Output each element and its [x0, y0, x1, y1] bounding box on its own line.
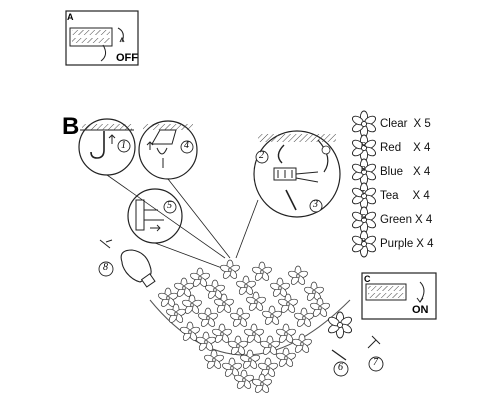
legend-row-purple: Purple X 4: [352, 232, 434, 256]
panel-c-letter: C: [364, 274, 371, 284]
loose-flower-drawing: [326, 311, 384, 377]
legend-quantity: X 4: [414, 214, 433, 226]
panel-a-letter: A: [67, 12, 74, 22]
legend-quantity: X 4: [413, 166, 431, 178]
canopy-detail-circle: [138, 120, 198, 180]
legend-color-name: Green: [380, 214, 412, 226]
step-3-number: 3: [313, 199, 318, 210]
legend-quantity: X 4: [412, 190, 430, 202]
legend-color-name: Tea: [380, 190, 399, 202]
legend-color-name: Red: [380, 142, 402, 154]
legend-marker-red: R: [361, 142, 367, 149]
legend-row-red: Red X 4: [352, 136, 430, 160]
legend-color-name: Clear: [380, 118, 408, 130]
section-b-letter: B: [62, 113, 80, 140]
step-4-number: 4: [184, 140, 189, 151]
switch-on-panel: [361, 272, 437, 320]
step-2-number: 2: [259, 150, 264, 161]
step-5-number: 5: [167, 200, 172, 211]
step-1-number: 1: [121, 140, 126, 151]
legend-color-name: Blue: [380, 166, 404, 178]
legend-row-clear: Clear X 5: [352, 112, 431, 136]
legend-quantity: X 5: [413, 118, 431, 130]
chandelier-fixture: [149, 259, 351, 395]
socket-detail-circle: [127, 188, 183, 244]
hook-detail-circle: [78, 118, 136, 176]
legend-color-name: Purple: [380, 238, 414, 250]
leader-lines: [106, 174, 259, 269]
legend-marker-tea: T: [361, 190, 366, 197]
legend-marker-blue: B: [361, 166, 366, 173]
legend-row-blue: Blue X 4: [352, 160, 430, 184]
legend-quantity: X 4: [413, 142, 431, 154]
legend-quantity: X 4: [416, 238, 434, 250]
legend-row-green: Green X 4: [352, 208, 432, 232]
legend-marker-purple: P: [361, 238, 366, 245]
switch-off-label: OFF: [116, 52, 138, 64]
flower-icon: [352, 112, 376, 136]
switch-on-label: ON: [412, 304, 429, 316]
legend-marker-green: G: [361, 214, 367, 221]
wiring-detail-circle: [253, 130, 341, 218]
bulb-drawing: [98, 239, 156, 288]
step-8-number: 8: [103, 262, 108, 273]
step-6-number: 6: [338, 362, 343, 373]
switch-off-panel: [65, 10, 139, 66]
legend-row-tea: Tea X 4: [352, 184, 430, 208]
step-7-number: 7: [373, 357, 378, 368]
